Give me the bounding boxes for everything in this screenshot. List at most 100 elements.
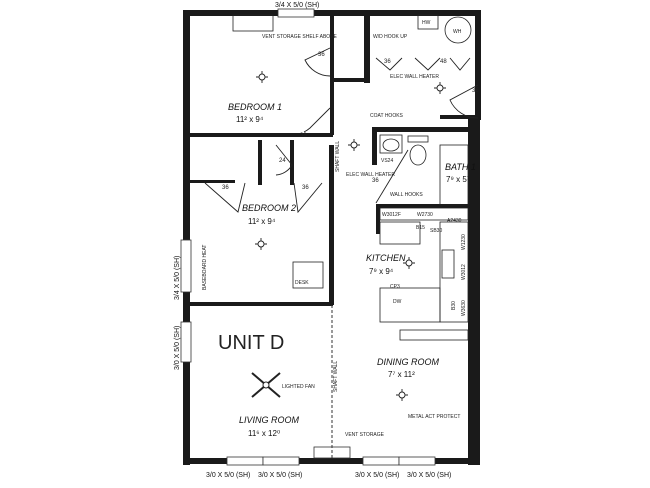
note-lighted-fan: LIGHTED FAN (282, 384, 315, 390)
door-laundry-left[interactable] (375, 57, 403, 71)
door-bed2-entry[interactable] (293, 182, 323, 214)
door-label: 36 (472, 88, 479, 94)
bed2-desk (292, 261, 324, 289)
window-bottom-3 (362, 456, 400, 466)
water-heater-box (417, 14, 439, 30)
room-name-bedroom1: BEDROOM 1 (228, 102, 282, 112)
bathtub (439, 144, 469, 206)
shelf (232, 14, 274, 32)
room-size-bedroom1: 11² x 9⁴ (236, 115, 264, 124)
kitchen-counter-right (439, 221, 469, 323)
window-label-bottom-3: 3/0 X 5/0 (SH) (355, 472, 399, 479)
window-top (277, 8, 315, 18)
door-bed2-closet[interactable] (204, 182, 246, 213)
sink-bowl (382, 138, 400, 152)
room-name-bath: BATH 1 (445, 162, 476, 172)
note-vent-storage: VENT STORAGE (345, 432, 385, 438)
unit-title: UNIT D (218, 332, 284, 354)
light-icon (255, 238, 267, 250)
cabinet-label: DW (393, 299, 402, 305)
note-heater-2: ELEC WALL HEATER (346, 172, 395, 178)
walls (183, 10, 481, 465)
window-bottom-2 (262, 456, 300, 466)
window-label-bottom-1: 3/0 X 5/0 (SH) (206, 472, 250, 479)
note-desk: DESK (295, 280, 309, 286)
cabinet-label: CP3 (390, 284, 400, 290)
door-bed1-entry[interactable] (303, 107, 331, 133)
door-label: 36 (222, 185, 229, 191)
window-label-left-living: 3/0 X 5/0 (SH) (174, 326, 181, 370)
note-baseboard-heat: BASEBOARD HEAT (202, 245, 208, 290)
note-hw: HW (422, 20, 431, 26)
door-bed1-closet[interactable] (304, 47, 331, 77)
upper-cabinets (379, 207, 469, 221)
dining-note-box (399, 329, 469, 341)
door-label: 36 (318, 52, 325, 58)
fixtures (232, 14, 472, 341)
window-label-left-bedroom2: 3/4 X 5/0 (SH) (174, 256, 181, 300)
ceiling-fan-icon (251, 372, 281, 398)
room-size-bedroom2: 11² x 9⁴ (248, 217, 276, 226)
light-icon (403, 257, 415, 269)
cabinet-label: B30 (451, 301, 457, 310)
cabinet-label: B15 (416, 225, 425, 231)
toilet-tank (407, 135, 429, 143)
door-label: 36 (372, 178, 379, 184)
room-name-dining: DINING ROOM (377, 357, 440, 367)
cabinet-label: W3012F (382, 212, 401, 218)
room-size-living: 11⁶ x 12⁰ (248, 429, 280, 438)
door-label: 36 (384, 59, 391, 65)
door-entry[interactable] (449, 84, 479, 119)
cabinet-label: W3012 (461, 264, 467, 280)
room-name-bedroom2: BEDROOM 2 (242, 203, 296, 213)
door-linen[interactable] (275, 144, 293, 176)
toilet-bowl (409, 144, 427, 166)
cabinet-label: A2430 (447, 218, 462, 224)
cabinet-label: W2730 (417, 212, 433, 218)
window-left-living (180, 321, 192, 363)
room-size-dining: 7⁷ x 11² (388, 370, 415, 379)
peninsula (379, 221, 421, 245)
kitchen-counter-bottom (379, 287, 441, 323)
light-icon (396, 389, 408, 401)
room-name-kitchen: KITCHEN (366, 253, 406, 263)
note-shelf: VENT STORAGE SHELF ABOVE (262, 34, 338, 40)
note-shaft-wall-1: SHAFT WALL (335, 141, 341, 172)
note-dining: METAL ACT PROTECT (408, 414, 460, 420)
sink (379, 134, 403, 154)
door-label: 24 (279, 158, 286, 164)
light-icon (256, 71, 268, 83)
door-bath[interactable] (375, 149, 409, 204)
cabinet-label: SB30 (430, 228, 442, 234)
door-label: 48 (440, 59, 447, 65)
note-wh: WH (453, 29, 462, 35)
note-heater-1: ELEC WALL HEATER (390, 74, 439, 80)
cabinet-label: W1230 (461, 234, 467, 250)
cabinet-label: W3630 (461, 300, 467, 316)
washer-circle (444, 16, 472, 44)
note-wall-hooks: WALL HOOKS (390, 192, 423, 198)
light-icon (434, 82, 446, 94)
window-left-bedroom2 (180, 239, 192, 293)
window-label-bottom-2: 3/0 X 5/0 (SH) (258, 472, 302, 479)
window-bottom-4 (398, 456, 436, 466)
window-label-bottom-4: 3/0 X 5/0 (SH) (407, 472, 451, 479)
door-label: 38 (300, 133, 307, 139)
light-icon (348, 139, 360, 151)
door-label: 36 (302, 185, 309, 191)
note-wd-hookup: W/D HOOK UP (373, 34, 408, 40)
window-label-top: 3/4 X 5/0 (SH) (275, 2, 319, 9)
room-size-kitchen: 7⁹ x 9⁴ (369, 267, 394, 276)
note-shaft-wall-2: SHAFT WALL (333, 361, 339, 392)
window-bottom-1 (226, 456, 264, 466)
note-vanity: VS24 (381, 158, 393, 164)
doors (204, 47, 479, 214)
note-coat-hooks: COAT HOOKS (370, 113, 404, 119)
vent-storage-box (313, 446, 351, 459)
range (441, 249, 455, 279)
light-fixtures (251, 71, 446, 401)
room-size-bath: 7⁹ x 5⁷ (446, 175, 470, 184)
door-laundry-right[interactable] (414, 57, 471, 71)
room-name-living: LIVING ROOM (239, 415, 300, 425)
